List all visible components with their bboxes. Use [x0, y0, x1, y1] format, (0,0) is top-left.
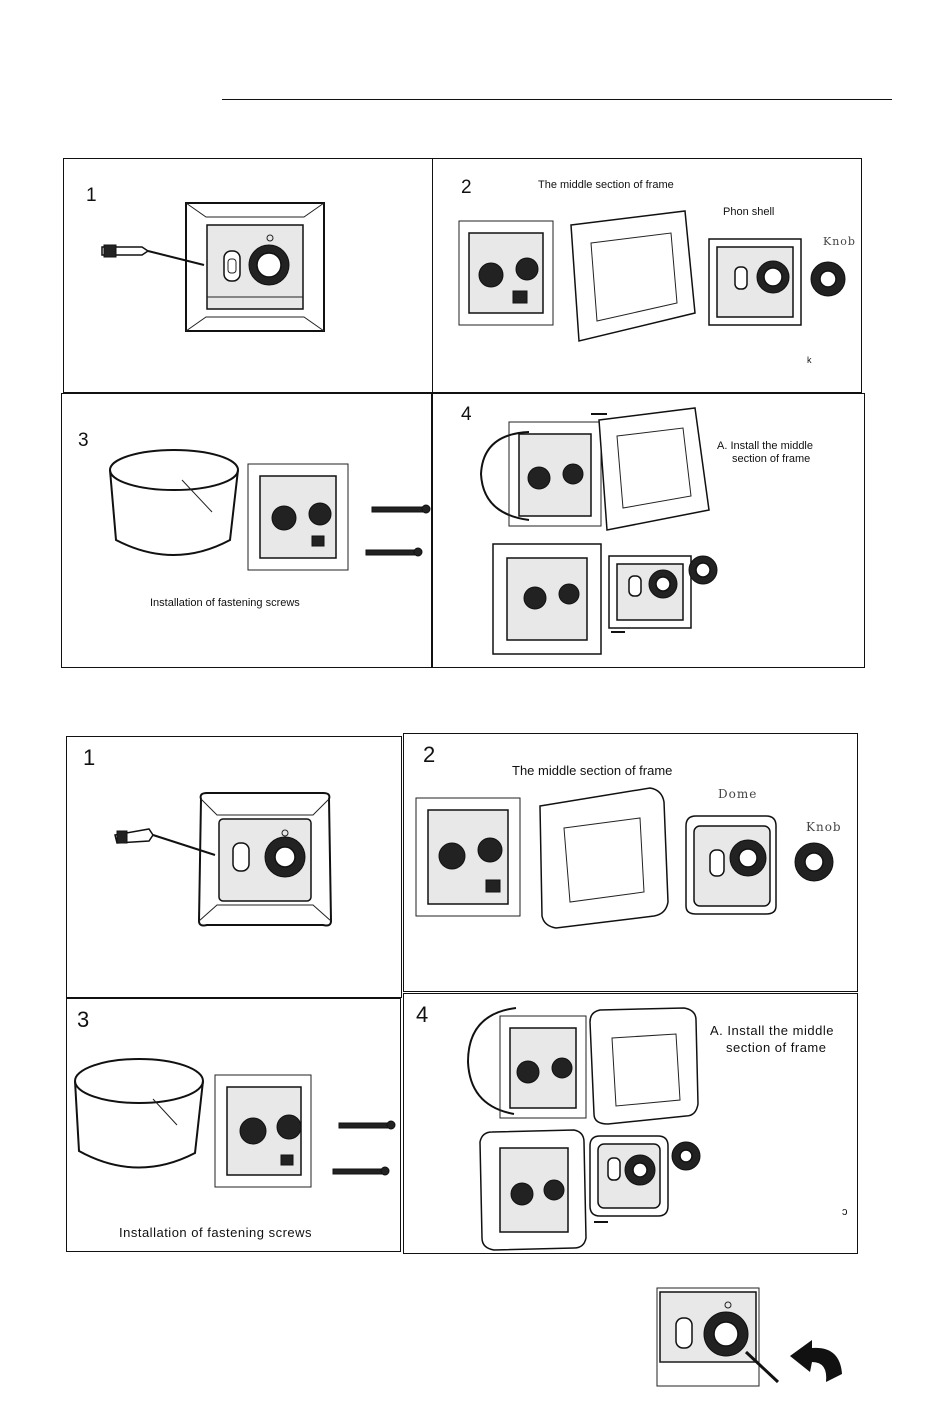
set1-step2-panel: 2 The middle section of frame Phon shell…	[432, 158, 862, 393]
set2-step1-panel: 1	[66, 736, 402, 998]
frame-installation-illustration	[404, 994, 859, 1255]
mounting-box-screws-illustration	[62, 394, 433, 669]
exploded-parts-illustration	[404, 734, 859, 993]
header-rule	[222, 99, 892, 100]
set1-step4-panel: 4 A. Install the middle section of frame	[432, 393, 865, 668]
set2-step3-panel: 3 Installation of fastening screws	[66, 998, 401, 1252]
mounting-box-screws-illustration	[67, 999, 402, 1253]
thermostat-screwdriver-illustration	[67, 737, 403, 999]
set2-step2-panel: 2 The middle section of frame Dome Knob	[403, 733, 858, 992]
thermostat-screwdriver-illustration	[64, 159, 434, 394]
set1-step3-panel: 3 Installation of fastening screws	[61, 393, 432, 668]
set2-step4-panel: 4 A. Install the middle section of frame…	[403, 993, 858, 1254]
exploded-parts-illustration	[433, 159, 863, 394]
frame-installation-illustration	[433, 394, 866, 669]
set1-step1-panel: 1	[63, 158, 433, 393]
